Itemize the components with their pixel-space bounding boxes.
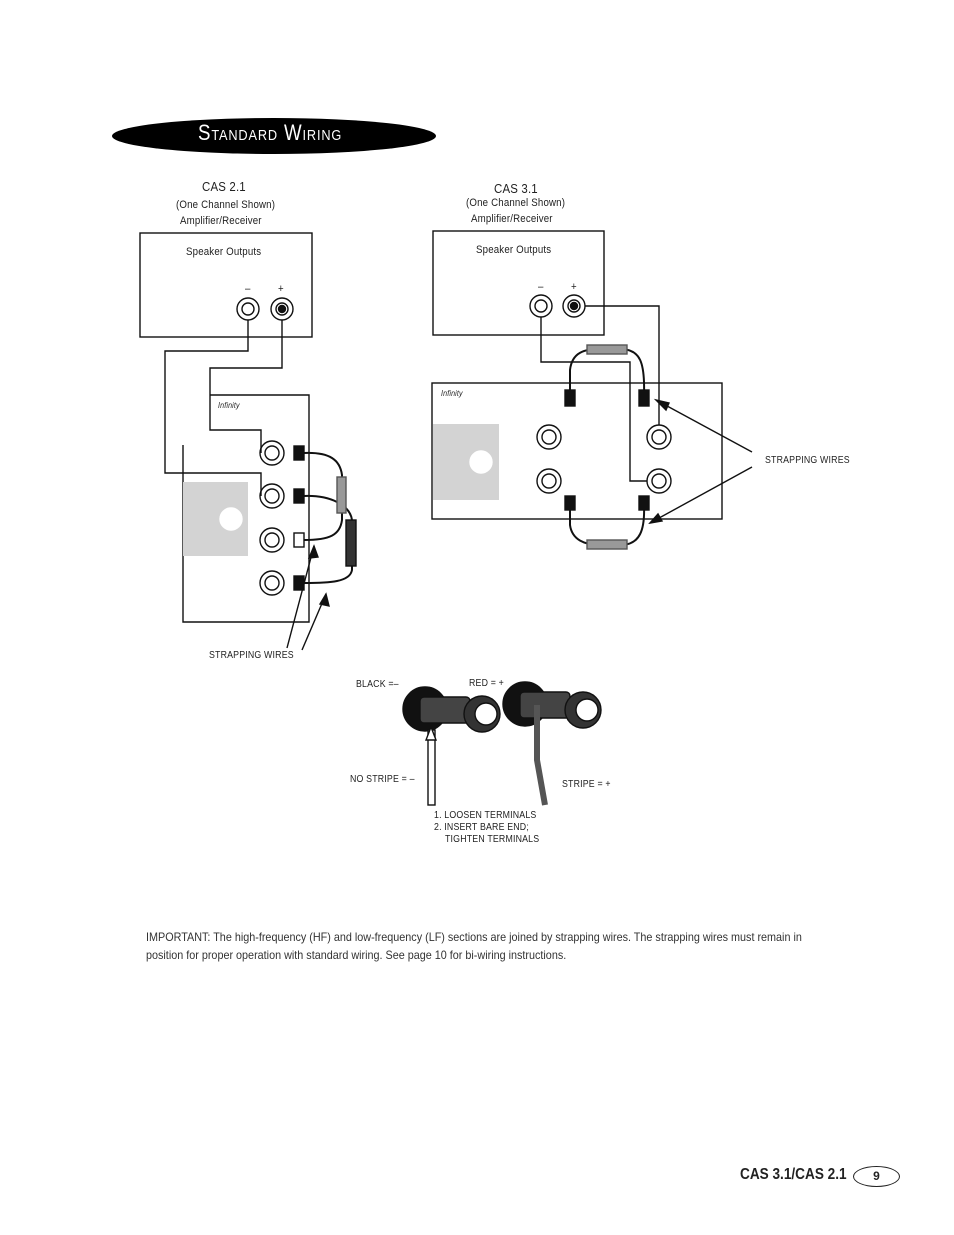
right-model-label: CAS 3.1 <box>494 181 538 196</box>
right-outputs-label: Speaker Outputs <box>476 244 552 256</box>
page-title: Standard Wiring <box>198 120 343 145</box>
right-speaker-terminals <box>536 424 672 494</box>
footer-title: CAS 3.1/CAS 2.1 <box>740 1166 847 1183</box>
step-1: 1. LOOSEN TERMINALS <box>434 810 537 821</box>
red-label: RED = + <box>469 678 504 689</box>
right-subtitle-2: Amplifier/Receiver <box>471 213 553 225</box>
right-subtitle-1: (One Channel Shown) <box>466 197 566 209</box>
left-minus-label: – <box>245 283 251 295</box>
step-2: 2. INSERT BARE END; <box>434 822 529 833</box>
binding-post-detail <box>402 681 602 806</box>
right-minus-label: – <box>538 281 544 293</box>
left-subtitle-2: Amplifier/Receiver <box>180 215 262 227</box>
left-model-label: CAS 2.1 <box>202 179 246 194</box>
step-2b: TIGHTEN TERMINALS <box>445 834 540 845</box>
right-strapping-label: STRAPPING WIRES <box>765 455 850 466</box>
page-number: 9 <box>853 1166 900 1187</box>
right-amplifier-box <box>432 230 605 336</box>
left-amplifier-box <box>139 232 313 338</box>
right-brand-logo: Infinity <box>441 389 463 398</box>
left-strapping-label: STRAPPING WIRES <box>209 650 294 661</box>
left-brand-logo: Infinity <box>218 401 240 410</box>
stripe-label: STRIPE = + <box>562 779 611 790</box>
left-outputs-label: Speaker Outputs <box>186 246 262 258</box>
left-subtitle-1: (One Channel Shown) <box>176 199 276 211</box>
left-speaker-terminals <box>259 440 285 596</box>
no-stripe-label: NO STRIPE = – <box>350 774 415 785</box>
right-plus-label: + <box>571 281 577 293</box>
left-plus-label: + <box>278 283 284 295</box>
black-label: BLACK =– <box>356 679 399 690</box>
important-note: IMPORTANT: The high-frequency (HF) and l… <box>146 930 802 962</box>
title-banner <box>112 118 436 154</box>
